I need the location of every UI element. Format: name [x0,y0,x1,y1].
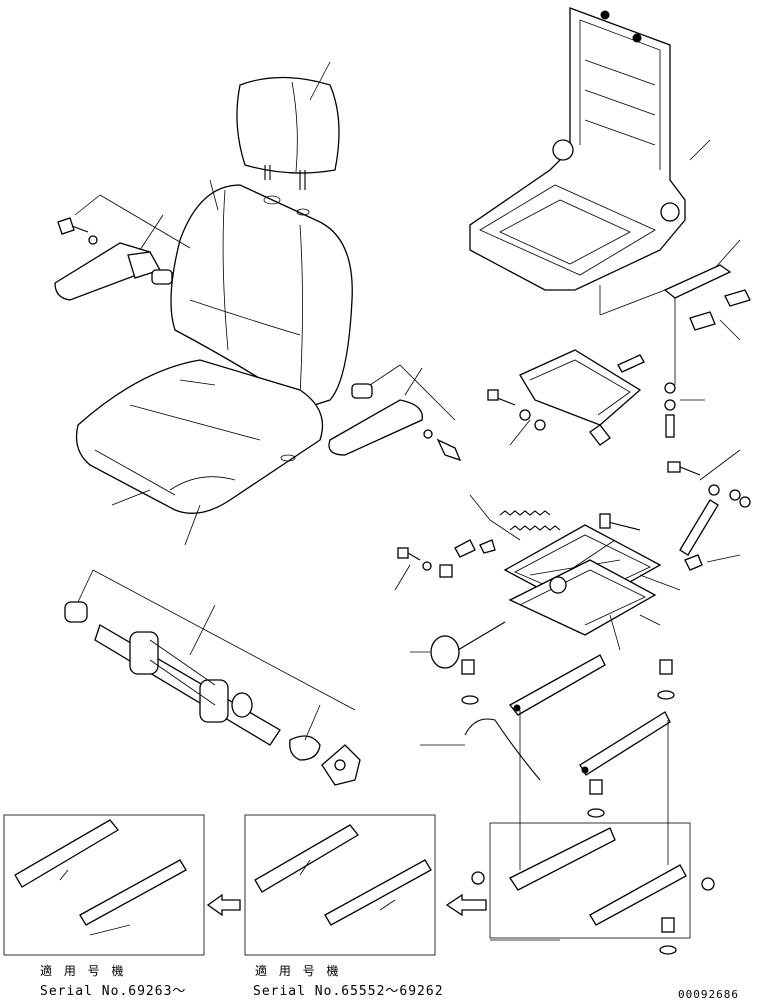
shock-absorber [667,449,751,571]
hollow-left-arrow-icon [445,893,487,917]
rail-detail-box [471,822,715,955]
drawing-number: 00092686 [678,988,739,1001]
variant-2-jp-label: 適 用 号 機 [255,964,343,978]
adjustment-knob [410,621,506,669]
seat-back [170,179,353,409]
left-armrest [54,194,191,301]
mounting-bracket [599,239,751,385]
seat-frame [469,7,711,291]
suspension-springs [394,494,561,591]
variant-panel-1 [3,814,205,956]
variant-1-serial-label: Serial No.69263～ [40,984,187,999]
variant-2-serial-label: Serial No.65552～69262 [253,984,444,999]
suspension-upper-plate [487,349,705,446]
hollow-left-arrow-icon [206,893,241,917]
right-armrest [328,364,462,462]
scissor-mechanism [503,513,681,651]
variant-panel-2 [244,814,436,956]
seat-cushion [75,359,324,546]
roller-assembly [64,569,361,786]
variant-1-jp-label: 適 用 号 機 [40,964,128,978]
seat-rails [420,654,675,870]
headrest [236,61,340,190]
